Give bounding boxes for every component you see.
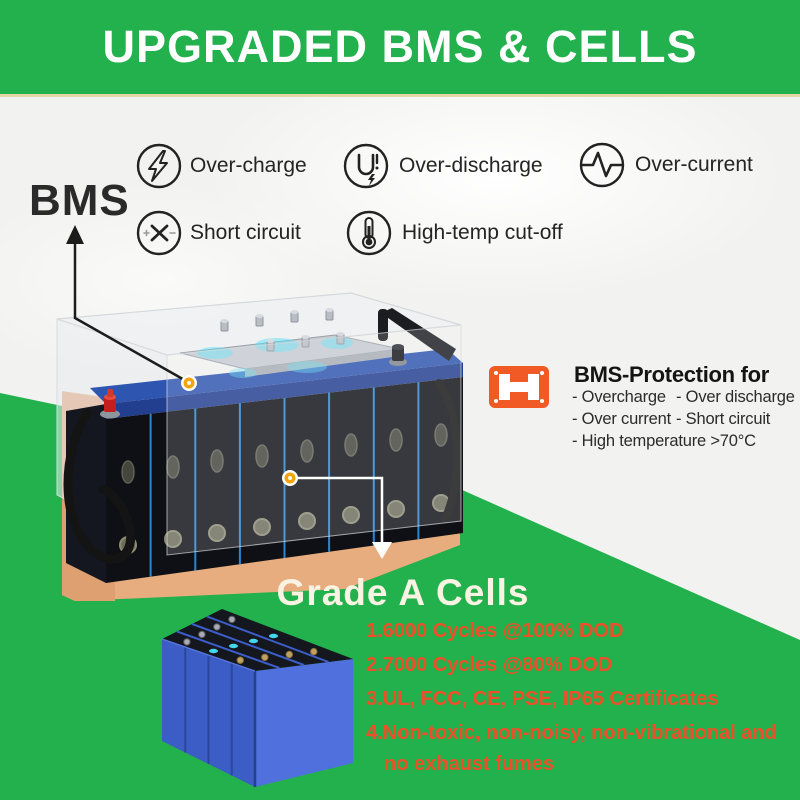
- battery-pack-illustration: [56, 292, 463, 601]
- cells-bullet: 2.7000 Cycles @80% DOD: [366, 654, 613, 676]
- cells-bullet: 4.Non-toxic, non-noisy, non-vibrational …: [366, 722, 777, 744]
- cells-bullet: no exhaust fumes: [384, 753, 555, 775]
- overcharge-bolt-icon: [136, 143, 182, 189]
- grade-a-cells-illustration: [161, 609, 353, 787]
- bms-label: BMS: [29, 176, 130, 225]
- left-handle: [63, 408, 136, 564]
- title-banner: UPGRADED BMS & CELLS: [0, 0, 800, 97]
- panel-item: - Over discharge: [676, 388, 795, 406]
- page-title: UPGRADED BMS & CELLS: [102, 21, 698, 72]
- panel-item: - Over current: [572, 410, 671, 428]
- panel-item: - Short circuit: [676, 410, 771, 428]
- protection-label: Short circuit: [190, 221, 301, 244]
- cells-bullet: 3.UL, FCC, CE, PSE, IP65 Certificates: [366, 688, 719, 710]
- bms-panel-heading: BMS-Protection for: [574, 362, 770, 387]
- positive-terminal: [100, 389, 120, 419]
- protection-label: Over-discharge: [399, 154, 543, 177]
- short-circuit-icon: [136, 210, 182, 256]
- overdischarge-icon: [343, 143, 389, 189]
- protection-label: Over-current: [635, 153, 753, 176]
- protection-label: High-temp cut-off: [402, 221, 563, 244]
- bms-chip-icon: [489, 366, 549, 408]
- panel-item: - Overcharge: [572, 388, 666, 406]
- grade-a-cells-heading: Grade A Cells: [276, 572, 530, 613]
- panel-item: - High temperature >70°C: [572, 432, 756, 450]
- overcurrent-pulse-icon: [579, 142, 625, 188]
- bms-board: [179, 308, 401, 378]
- right-handle: [435, 379, 462, 523]
- high-temp-icon: [346, 210, 392, 256]
- negative-terminal: [378, 308, 456, 366]
- cells-bullet: 1.6000 Cycles @100% DOD: [366, 620, 624, 642]
- protection-label: Over-charge: [190, 154, 307, 177]
